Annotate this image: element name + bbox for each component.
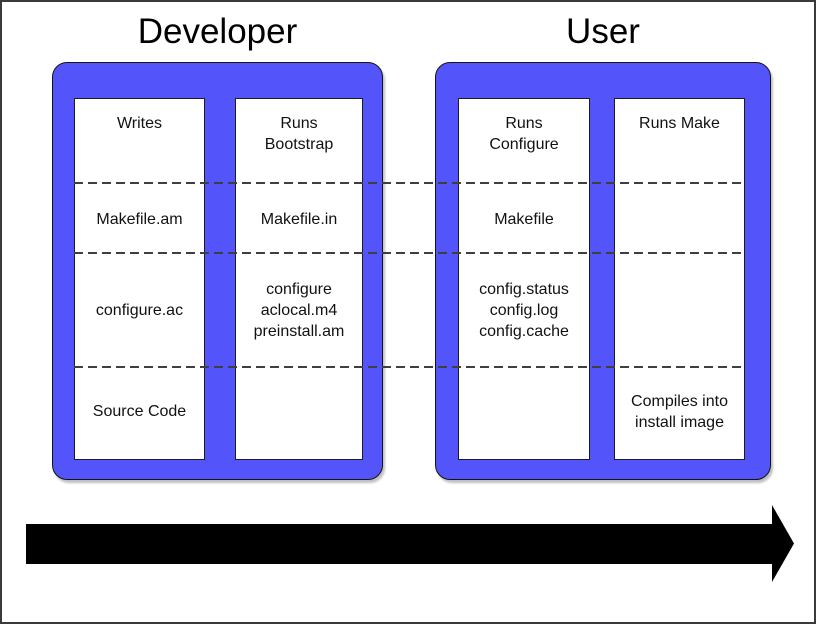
cell-empty: [459, 366, 589, 457]
cell-config-outputs: config.status config.log config.cache: [479, 280, 569, 340]
cell-empty: [236, 366, 362, 457]
cell-runs-bootstrap: Runs Bootstrap: [264, 115, 334, 153]
cell-makefile: Makefile: [494, 210, 554, 228]
cell-writes: Writes: [116, 115, 163, 132]
developer-writes-column: Writes Makefile.am configure.ac Source C…: [74, 98, 205, 460]
cell-source-code: Source Code: [92, 403, 187, 420]
dashed-separator-2: [74, 252, 745, 254]
cell-empty: [615, 254, 744, 366]
cell-configure-outputs: configure aclocal.m4 preinstall.am: [253, 280, 345, 340]
developer-title: Developer: [137, 12, 298, 51]
dashed-separator-3: [74, 366, 745, 368]
user-make-column: Runs Make Compiles into install image: [614, 98, 745, 460]
dashed-separator-1: [74, 182, 745, 184]
cell-empty: [615, 184, 744, 254]
cell-makefile-in: Makefile.in: [260, 210, 338, 228]
flow-arrow-right: [26, 505, 794, 582]
user-title: User: [566, 12, 640, 51]
cell-configure-ac: configure.ac: [95, 301, 184, 319]
developer-bootstrap-column: Runs Bootstrap Makefile.in configure acl…: [235, 98, 363, 460]
user-configure-column: Runs Configure Makefile config.status co…: [458, 98, 590, 460]
cell-runs-configure: Runs Configure: [489, 115, 559, 153]
cell-compiles-install: Compiles into install image: [631, 392, 728, 431]
cell-makefile-am: Makefile.am: [96, 210, 183, 228]
cell-runs-make: Runs Make: [639, 115, 720, 132]
